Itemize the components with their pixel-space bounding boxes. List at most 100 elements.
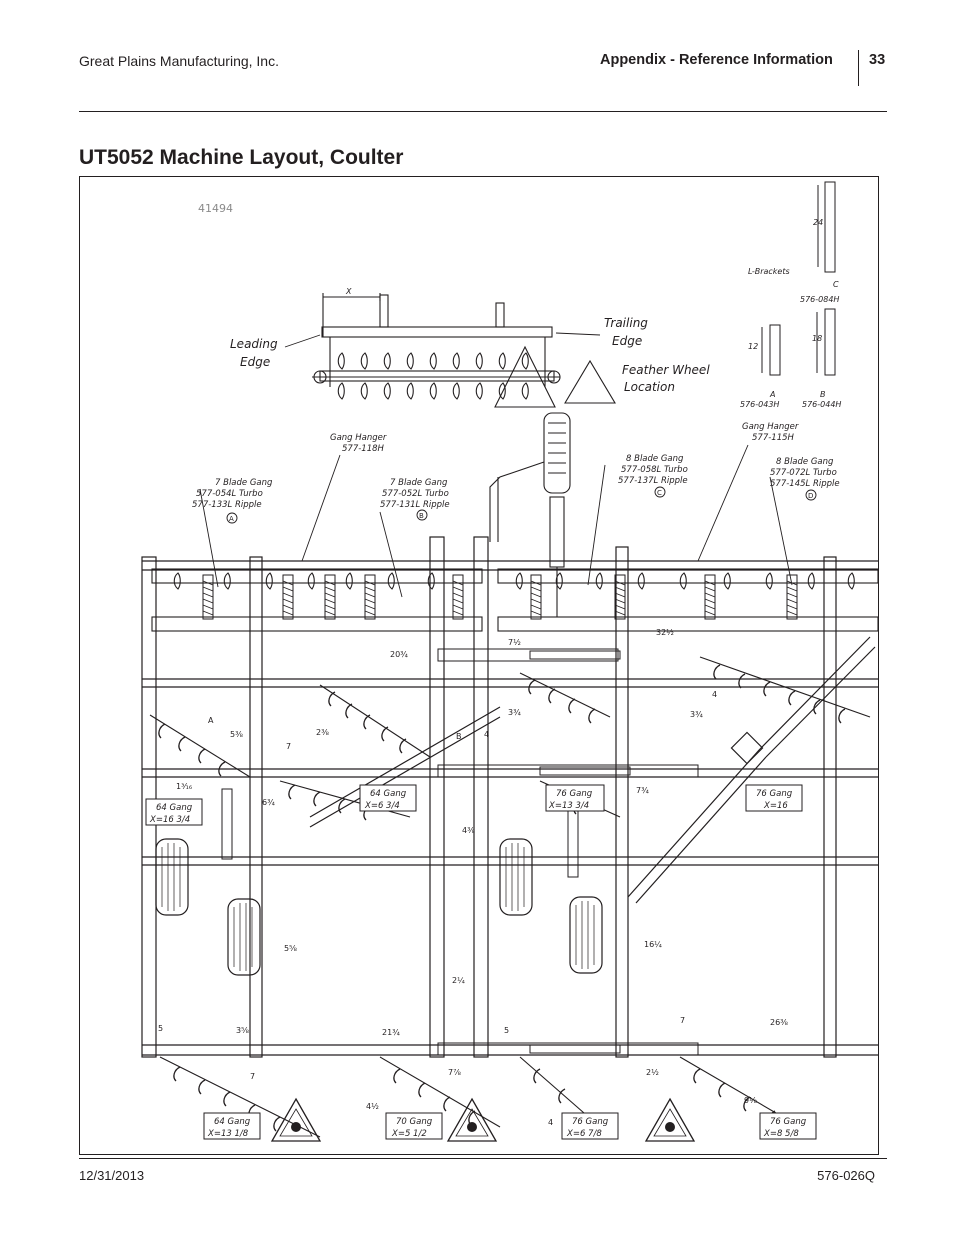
dim-4-3-8: 4⅜ xyxy=(462,826,475,835)
dim-3-5-8: 3⅝ xyxy=(236,1026,249,1035)
gang-b-label-3: 577-131L Ripple xyxy=(380,500,450,510)
dim-7-b: 7 xyxy=(680,1016,685,1025)
dim-16-1-4: 16¼ xyxy=(644,940,662,949)
gang-b-letter: B xyxy=(419,512,424,520)
dim-9-1-8: 9⅛ xyxy=(744,1096,757,1105)
dim-4-c: 4 xyxy=(548,1118,553,1127)
dim-5-a: 5 xyxy=(158,1024,163,1033)
gang-box-4-line1: 76 Gang xyxy=(756,789,793,799)
main-frame xyxy=(141,536,878,1058)
gang-box-5-line1: 64 Gang xyxy=(214,1117,251,1127)
dim-21-3-4: 21¾ xyxy=(382,1028,400,1037)
gang-box-7: 76 Gang X=6 7/8 xyxy=(561,1112,619,1140)
header-company: Great Plains Manufacturing, Inc. xyxy=(79,53,279,69)
gang-d-label-1: 8 Blade Gang xyxy=(776,457,834,467)
l-bracket-drawings xyxy=(761,181,836,376)
gang-box-8: 76 Gang X=8 5/8 xyxy=(759,1112,817,1140)
gang-a-marker xyxy=(226,512,238,524)
gang-hanger-left-label-1: Gang Hanger xyxy=(330,433,387,443)
dim-5-b: 5 xyxy=(504,1026,509,1035)
figure-id: 41494 xyxy=(198,202,233,215)
feather-wheel-label-2: Location xyxy=(624,380,675,394)
page-title: UT5052 Machine Layout, Coulter xyxy=(79,146,404,169)
dim-26-3-8: 26⅜ xyxy=(770,1018,788,1027)
gang-c-marker xyxy=(654,486,666,498)
bracket-c-letter: C xyxy=(833,280,839,289)
gang-b-leader xyxy=(379,511,403,598)
trailing-edge-leader xyxy=(555,332,601,336)
gang-c-letter: C xyxy=(657,489,662,497)
gang-a-label-2: 577-054L Turbo xyxy=(196,489,263,499)
leading-edge-leader xyxy=(284,334,321,348)
gang-detail-view xyxy=(312,293,616,408)
gang-a-label-3: 577-133L Ripple xyxy=(192,500,262,510)
hitch-assembly xyxy=(489,412,571,617)
gang-hanger-right-leader xyxy=(697,444,749,562)
bracket-dim-24: 24 xyxy=(813,218,823,227)
header-divider xyxy=(858,50,859,86)
gang-box-2-line2: X=6 3/4 xyxy=(364,801,400,811)
dim-32-half: 32½ xyxy=(656,628,674,637)
gang-box-6-line1: 70 Gang xyxy=(396,1117,433,1127)
front-gang-springs xyxy=(202,574,798,620)
footer-rule xyxy=(79,1158,887,1159)
gang-c-label-2: 577-058L Turbo xyxy=(621,465,688,475)
dim-4-a: 4 xyxy=(712,690,717,699)
dim-4-b: 4 xyxy=(484,730,489,739)
gang-detail-coulters xyxy=(337,352,529,400)
front-gang-row xyxy=(151,568,878,632)
trailing-edge-label-1: Trailing xyxy=(604,316,648,330)
gang-d-label-2: 577-072L Turbo xyxy=(770,468,837,478)
gang-d-label-3: 577-145L Ripple xyxy=(770,479,840,489)
gang-d-leader xyxy=(769,476,793,586)
hydraulic-cylinders xyxy=(221,648,699,1056)
gang-box-7-line1: 76 Gang xyxy=(572,1117,609,1127)
leading-edge-label-2: Edge xyxy=(240,355,270,369)
bracket-dim-18: 18 xyxy=(812,334,822,343)
dim-7-half: 7½ xyxy=(508,638,521,647)
gang-box-8-line1: 76 Gang xyxy=(770,1117,807,1127)
dim-4-1-2: 4½ xyxy=(366,1102,379,1111)
bracket-a-letter: A xyxy=(769,390,775,399)
gang-box-4: 76 Gang X=16 xyxy=(745,784,803,812)
gang-box-7-line2: X=6 7/8 xyxy=(566,1129,602,1139)
bracket-b-part: 576-044H xyxy=(802,400,841,409)
gang-c-label-1: 8 Blade Gang xyxy=(626,454,684,464)
header-section-title: Appendix - Reference Information xyxy=(600,52,833,68)
gang-hanger-right-label-2: 577-115H xyxy=(752,433,795,443)
gang-a-leader xyxy=(199,488,219,588)
gang-box-6: 70 Gang X=5 1/2 xyxy=(385,1112,443,1140)
gang-box-2: 64 Gang X=6 3/4 xyxy=(359,784,417,812)
dim-7-3-4: 7¾ xyxy=(636,786,649,795)
dim-2-1-2: 2½ xyxy=(646,1068,659,1077)
dim-2-1-4: 2¼ xyxy=(452,976,465,985)
gang-hanger-left-label-2: 577-118H xyxy=(342,444,385,454)
dim-x-label: X xyxy=(345,287,352,296)
gang-a-letter: A xyxy=(229,515,234,523)
front-gang-coulters xyxy=(173,572,855,590)
gang-box-6-line2: X=5 1/2 xyxy=(391,1129,427,1139)
gang-b-label-2: 577-052L Turbo xyxy=(382,489,449,499)
machine-layout-drawing: 41494 X Leading Edge Trailing Edge Feath… xyxy=(141,181,878,1142)
gang-c-label-3: 577-137L Ripple xyxy=(618,476,688,486)
page-number: 33 xyxy=(869,52,886,68)
dim-5-5-8: 5⅝ xyxy=(284,944,297,953)
dim-5-3-8: 5⅜ xyxy=(230,730,243,739)
dim-letter-a: A xyxy=(208,716,214,725)
gang-box-2-line1: 64 Gang xyxy=(370,789,407,799)
bracket-a-part: 576-043H xyxy=(740,400,779,409)
gang-box-5-line2: X=13 1/8 xyxy=(207,1129,249,1139)
gang-hanger-left-leader xyxy=(301,454,341,562)
trailing-edge-label-2: Edge xyxy=(612,334,642,348)
dim-letter-b: B xyxy=(456,732,462,741)
dim-7-a: 7 xyxy=(286,742,291,751)
footer-doc-number: 576-026Q xyxy=(817,1168,875,1183)
feather-wheel-label-1: Feather Wheel xyxy=(622,363,710,377)
footer-date: 12/31/2013 xyxy=(79,1168,145,1183)
gang-box-8-line2: X=8 5/8 xyxy=(763,1129,799,1139)
dim-3-3-4-a: 3¾ xyxy=(508,708,521,717)
dim-1-3-16: 1³⁄₁₆ xyxy=(176,782,192,791)
bracket-dim-12: 12 xyxy=(748,342,758,351)
dim-6-3-4: 6¾ xyxy=(262,798,275,807)
dim-3-3-4-b: 3¾ xyxy=(690,710,703,719)
